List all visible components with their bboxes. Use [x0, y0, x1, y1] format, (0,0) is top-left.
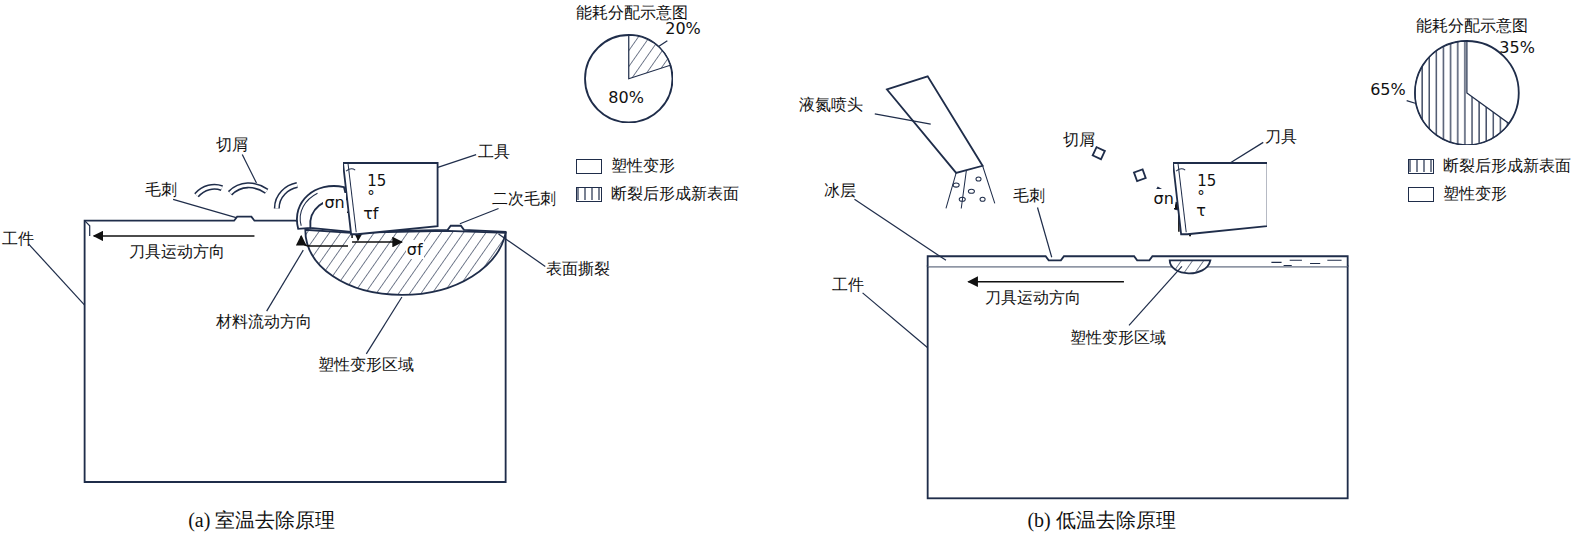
part-label: 刀具 [1265, 127, 1297, 146]
legend-item: 断裂后形成新表面 [576, 184, 739, 205]
chart-title: 能耗分配示意图 [1416, 16, 1528, 35]
part-label: 刀具运动方向 [985, 288, 1081, 307]
part-label: 液氮喷头 [799, 95, 863, 114]
part-label: 切屑 [216, 135, 248, 154]
pie-chart: 能耗分配示意图35%65% [1414, 40, 1520, 146]
legend-text: 塑性变形 [611, 156, 675, 177]
legend-text: 断裂后形成新表面 [1443, 156, 1571, 177]
node-outline [584, 34, 674, 124]
part-label: 塑性变形区域 [318, 355, 414, 374]
legend-item: 塑性变形 [576, 156, 675, 177]
rake-face [1178, 164, 1186, 232]
percent-label: 65% [1370, 80, 1406, 99]
percent-label: 20% [665, 19, 701, 38]
panel-caption: (b) 低温去除原理 [1027, 508, 1175, 532]
percent-label: 35% [1499, 38, 1535, 57]
angle-arc [346, 169, 355, 171]
legend-text: 断裂后形成新表面 [611, 184, 739, 205]
part-label: 塑性变形区域 [1070, 328, 1166, 347]
panel-caption: (a) 室温去除原理 [188, 508, 335, 532]
part-label: σn [323, 193, 345, 212]
legend-swatch [576, 159, 602, 174]
cutting-tool: 15 ° [343, 161, 440, 236]
part-label: 工件 [832, 275, 864, 294]
hatch-fill [1409, 160, 1432, 172]
pie-wedge [1415, 41, 1509, 145]
part-label: 毛刺 [1013, 186, 1045, 205]
hatch-sample [577, 188, 600, 200]
percent-label: 80% [608, 88, 644, 107]
cutting-tool: 15 ° [1173, 161, 1268, 236]
part-label: 毛刺 [145, 180, 177, 199]
part-label: τf [362, 204, 379, 223]
angle-arc [1176, 169, 1185, 171]
part-label: 二次毛刺 [492, 189, 556, 208]
legend-swatch [1408, 159, 1434, 174]
part-label: σn [1153, 189, 1175, 208]
part-label: 材料流动方向 [216, 312, 312, 331]
rake-face [348, 164, 356, 232]
legend-swatch [1408, 187, 1434, 202]
part-label: σf [406, 240, 424, 259]
pie-chart: 能耗分配示意图20%80% [584, 34, 674, 124]
part-label: 切屑 [1063, 130, 1095, 149]
legend-text: 塑性变形 [1443, 184, 1507, 205]
node-outline [343, 161, 440, 236]
part-label: τ [1195, 201, 1207, 220]
part-label: 刀具运动方向 [129, 242, 225, 261]
legend-item: 塑性变形 [1408, 184, 1507, 205]
part-label: 表面撕裂 [546, 259, 610, 278]
hatch-fill [577, 188, 600, 200]
node-outline [1173, 161, 1268, 236]
part-label: 工具 [478, 142, 510, 161]
tool-body [343, 163, 438, 234]
angle-value: 15 ° [367, 173, 389, 206]
pie-circle [585, 35, 672, 122]
part-label: 冰层 [824, 181, 856, 200]
part-label: 工件 [2, 229, 34, 248]
hatch-sample [1409, 160, 1432, 172]
legend-item: 断裂后形成新表面 [1408, 156, 1571, 177]
tool-body [1173, 163, 1268, 234]
legend-swatch [576, 187, 602, 202]
pie-wedge [629, 35, 671, 79]
